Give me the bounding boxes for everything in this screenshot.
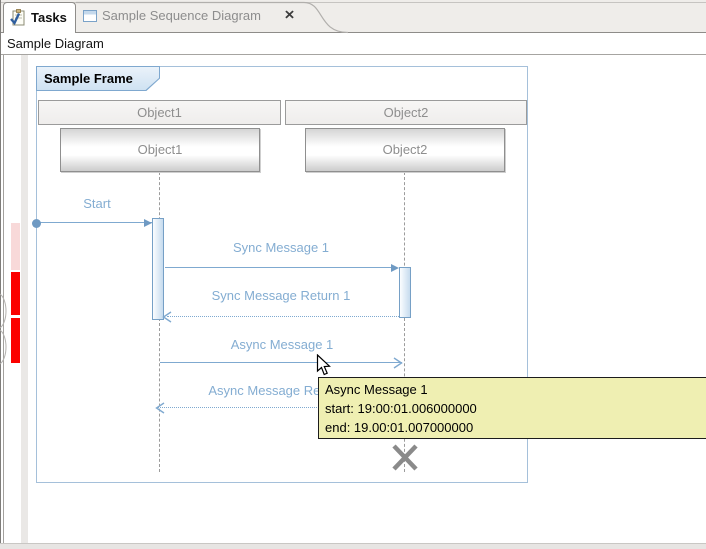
arrowhead-open-left-icon — [155, 402, 165, 414]
message-async-return-label[interactable]: Async Message Return 1 — [208, 383, 354, 398]
view-bottom-edge — [0, 543, 706, 549]
panel-corner-decoration — [0, 293, 7, 365]
marker-red-1[interactable] — [11, 272, 20, 315]
lifeline-object1[interactable] — [159, 172, 160, 472]
lifeline-header-object2[interactable]: Object2 — [285, 100, 527, 125]
message-start-label[interactable]: Start — [83, 196, 111, 211]
view-header: Sample Diagram — [0, 33, 706, 55]
marker-range-pink[interactable] — [11, 223, 20, 270]
close-icon[interactable]: ✕ — [284, 7, 295, 22]
sequence-diagram-icon — [83, 10, 97, 22]
marker-red-2[interactable] — [11, 318, 20, 363]
frame-title-tab[interactable]: Sample Frame — [36, 66, 160, 91]
lifeline-object2[interactable] — [404, 172, 405, 472]
tab-tasks[interactable]: Tasks — [3, 2, 76, 33]
tab-bar-top-border — [0, 2, 706, 3]
view-left-border — [0, 0, 1, 543]
message-async1-line[interactable] — [160, 362, 402, 363]
found-message-dot — [32, 219, 41, 228]
overview-ruler[interactable] — [21, 55, 28, 543]
message-sync1-label[interactable]: Sync Message 1 — [232, 240, 330, 255]
editor-tab-bar: Sample Sequence Diagram ✕ Tasks — [0, 0, 706, 34]
message-sync1-line[interactable] — [165, 267, 392, 268]
tab-label: Tasks — [31, 10, 67, 25]
activation-bar-object1[interactable] — [152, 218, 164, 320]
tooltip-end-time: end: 19.00:01.007000000 — [325, 420, 474, 435]
inactive-tab-outline — [76, 1, 349, 34]
message-sync-return-line[interactable] — [167, 316, 399, 317]
tooltip-start-time: start: 19:00:01.006000000 — [325, 401, 477, 416]
frame-title-label: Sample Frame — [44, 71, 133, 86]
arrowhead-filled-right-icon — [144, 219, 152, 227]
arrowhead-open-right-icon — [393, 357, 403, 369]
tasks-checklist-icon — [10, 9, 25, 26]
message-start-line[interactable] — [36, 222, 152, 223]
page-title: Sample Diagram — [7, 36, 104, 51]
lifeline-stop-icon[interactable] — [391, 444, 419, 471]
tab-bar-bottom-border — [0, 32, 706, 33]
mouse-cursor-icon — [316, 354, 331, 376]
arrowhead-open-left-icon — [162, 311, 172, 323]
activation-bar-object2[interactable] — [399, 267, 411, 318]
arrowhead-filled-right-icon — [391, 264, 399, 272]
message-sync-return-label[interactable]: Sync Message Return 1 — [211, 288, 351, 303]
lifeline-box-object1[interactable]: Object1 — [60, 128, 260, 172]
tooltip-title: Async Message 1 — [325, 382, 428, 397]
lifeline-box-object2[interactable]: Object2 — [305, 128, 505, 172]
message-async1-label[interactable]: Async Message 1 — [230, 337, 334, 352]
tooltip: Async Message 1 start: 19:00:01.00600000… — [318, 377, 706, 439]
tab-label: Sample Sequence Diagram — [102, 8, 261, 23]
lifeline-header-object1[interactable]: Object1 — [38, 100, 281, 125]
sequence-frame[interactable] — [36, 66, 528, 483]
message-async-return-line[interactable] — [158, 407, 405, 408]
